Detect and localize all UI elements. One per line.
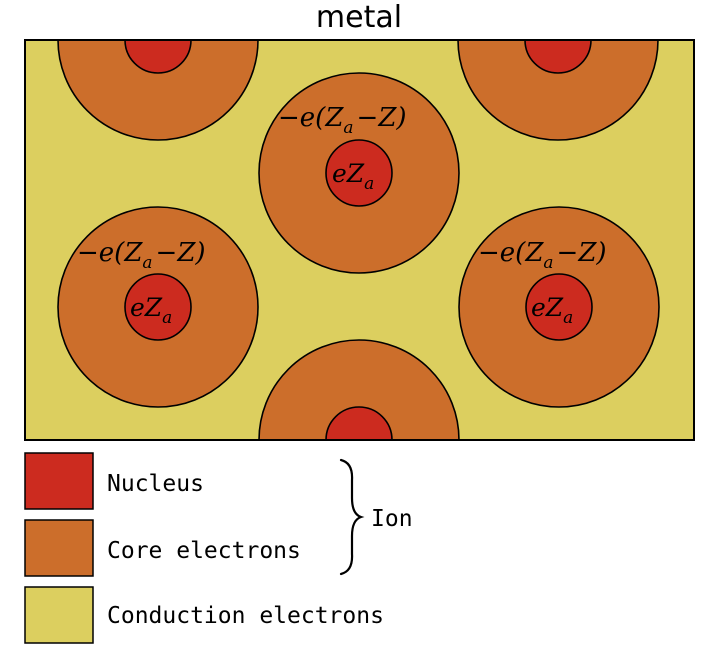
diagram-title: metal [316,0,402,35]
ion-left: −e(Za−Z) eZa [57,206,259,408]
core-electrons-swatch [24,519,94,577]
ion-brace [339,458,365,576]
nucleus-charge-label: eZa [531,293,573,328]
nucleus [325,139,393,207]
legend-ion-label: Ion [371,506,413,532]
nucleus [524,40,592,74]
ion-right: −e(Za−Z) eZa [458,206,660,408]
legend-conduction-label: Conduction electrons [107,603,384,629]
core-electrons-shell [258,339,460,440]
conduction-electrons-swatch [24,586,94,644]
nucleus-charge-label: eZa [130,293,172,328]
nucleus-charge-label: eZa [332,159,374,194]
nucleus-swatch [24,452,94,510]
nucleus [525,273,593,341]
ion-top-left [57,40,259,141]
core-electrons-shell [57,40,259,141]
legend-nucleus-label: Nucleus [107,471,204,497]
nucleus [124,273,192,341]
core-electrons-shell [457,40,659,141]
metal-frame [24,39,695,441]
ion-bottom [258,339,460,440]
nucleus [325,406,393,440]
nucleus [124,40,192,74]
core-charge-label: −e(Za−Z) [478,238,607,273]
core-charge-label: −e(Za−Z) [278,103,407,138]
ion-center: −e(Za−Z) eZa [258,72,460,274]
legend-core-label: Core electrons [107,538,301,564]
ion-top-right [457,40,659,141]
legend: Nucleus Core electrons Conduction electr… [24,452,413,644]
core-charge-label: −e(Za−Z) [77,238,206,273]
ion-lattice [57,40,659,440]
